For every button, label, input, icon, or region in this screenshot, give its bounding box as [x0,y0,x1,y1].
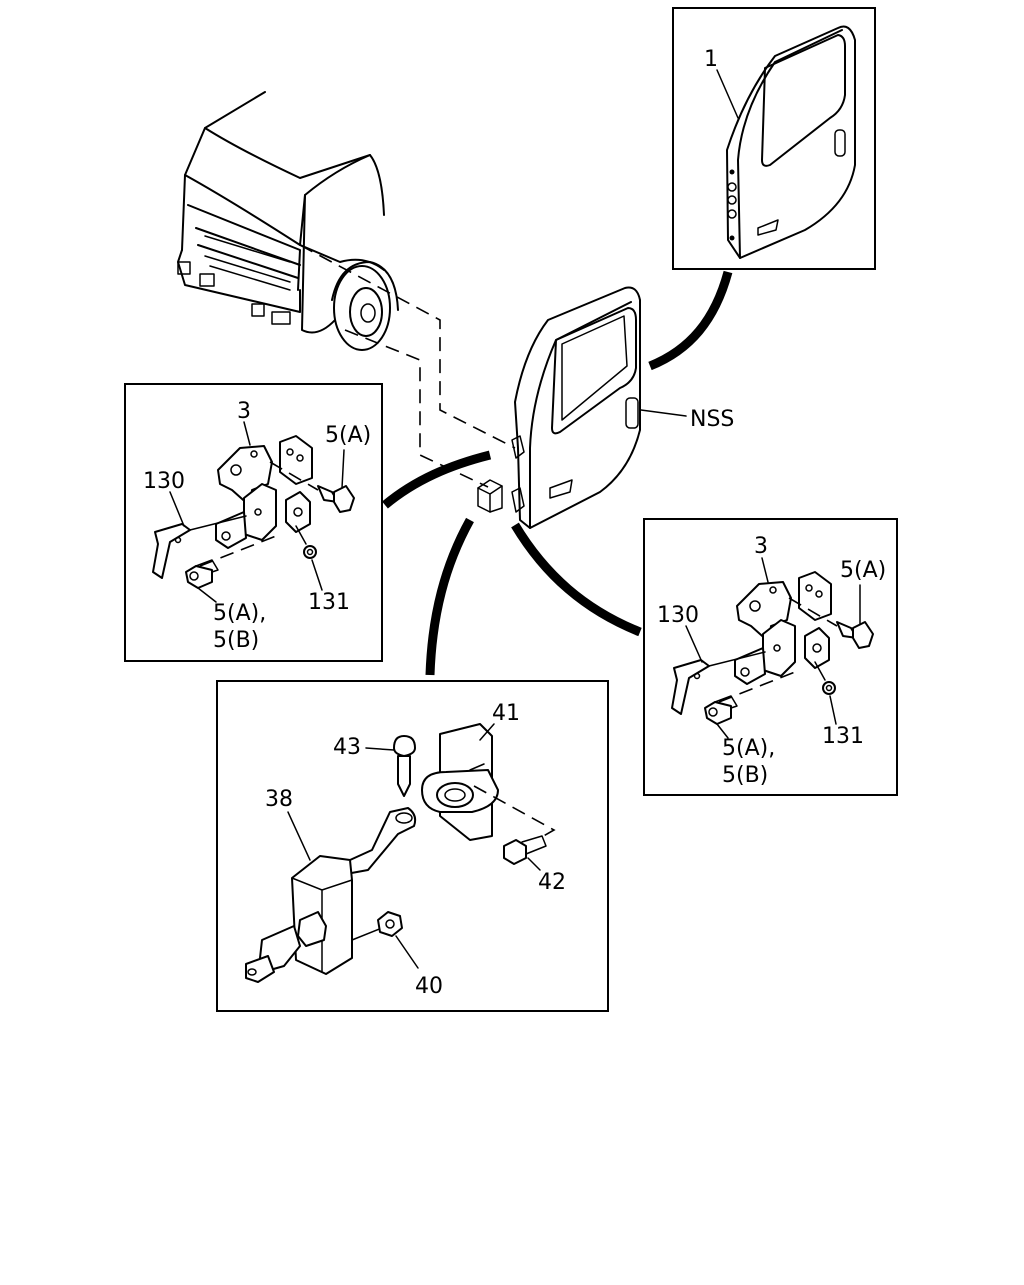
label-checker-40: 40 [415,974,443,999]
label-hinge-right-130: 130 [657,603,699,628]
leader-nss [640,409,687,417]
door-nss-illustration [477,286,641,529]
label-nss: NSS [690,407,734,432]
detail-box-door [672,7,876,270]
label-hinge-right-3: 3 [754,534,768,559]
leader-1 [716,69,739,119]
label-hinge-left-131: 131 [308,590,350,615]
label-1: 1 [704,47,718,72]
truck-cab-illustration [177,91,399,351]
label-hinge-right-131: 131 [822,724,864,749]
label-hinge-left-130: 130 [143,469,185,494]
leader-arc-right [511,522,642,637]
label-hinge-left-5a: 5(A) [325,423,371,448]
leader-arc-door [648,270,733,371]
label-checker-41: 41 [492,701,520,726]
label-hinge-right-5a-comma: 5(A), [722,736,775,761]
leader-arc-bottom [425,517,474,676]
label-hinge-left-5a-comma: 5(A), [213,601,266,626]
hinge-left-illustration [152,435,355,589]
label-checker-42: 42 [538,870,566,895]
checker-illustration [245,723,556,983]
label-hinge-right-5b: 5(B) [722,763,768,788]
label-hinge-left-5b: 5(B) [213,628,259,653]
door-detail-illustration [726,25,856,259]
label-hinge-left-3: 3 [237,399,251,424]
leader-arc-left [382,450,492,509]
label-checker-38: 38 [265,787,293,812]
label-checker-43: 43 [333,735,361,760]
label-hinge-right-5a: 5(A) [840,558,886,583]
guide-line-upper [299,244,516,449]
hinge-right-illustration [671,571,874,725]
